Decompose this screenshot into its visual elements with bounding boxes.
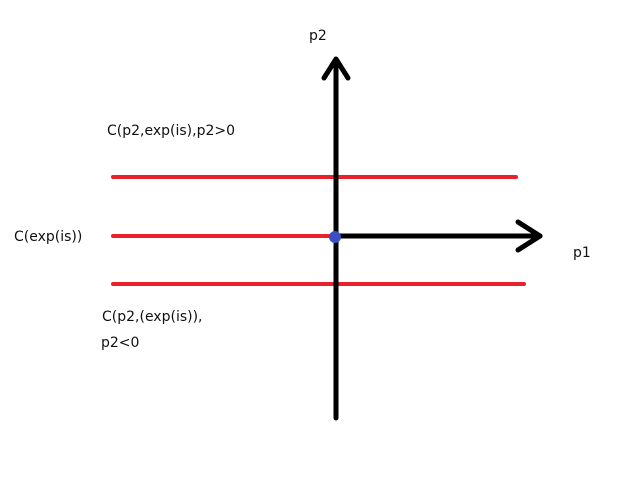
middle-line-label: C(exp(is)) [14, 229, 83, 245]
y-axis-arrowhead [321, 56, 351, 81]
x-axis-label: p1 [573, 245, 591, 261]
lower-line-label: C(p2,(exp(is)), [102, 309, 203, 325]
y-axis-label: p2 [309, 28, 327, 44]
x-axis-arrowhead [515, 219, 543, 253]
upper-line-label: C(p2,exp(is),p2>0 [107, 123, 236, 139]
origin-point [329, 231, 341, 243]
lower-line-label-condition: p2<0 [101, 335, 140, 351]
